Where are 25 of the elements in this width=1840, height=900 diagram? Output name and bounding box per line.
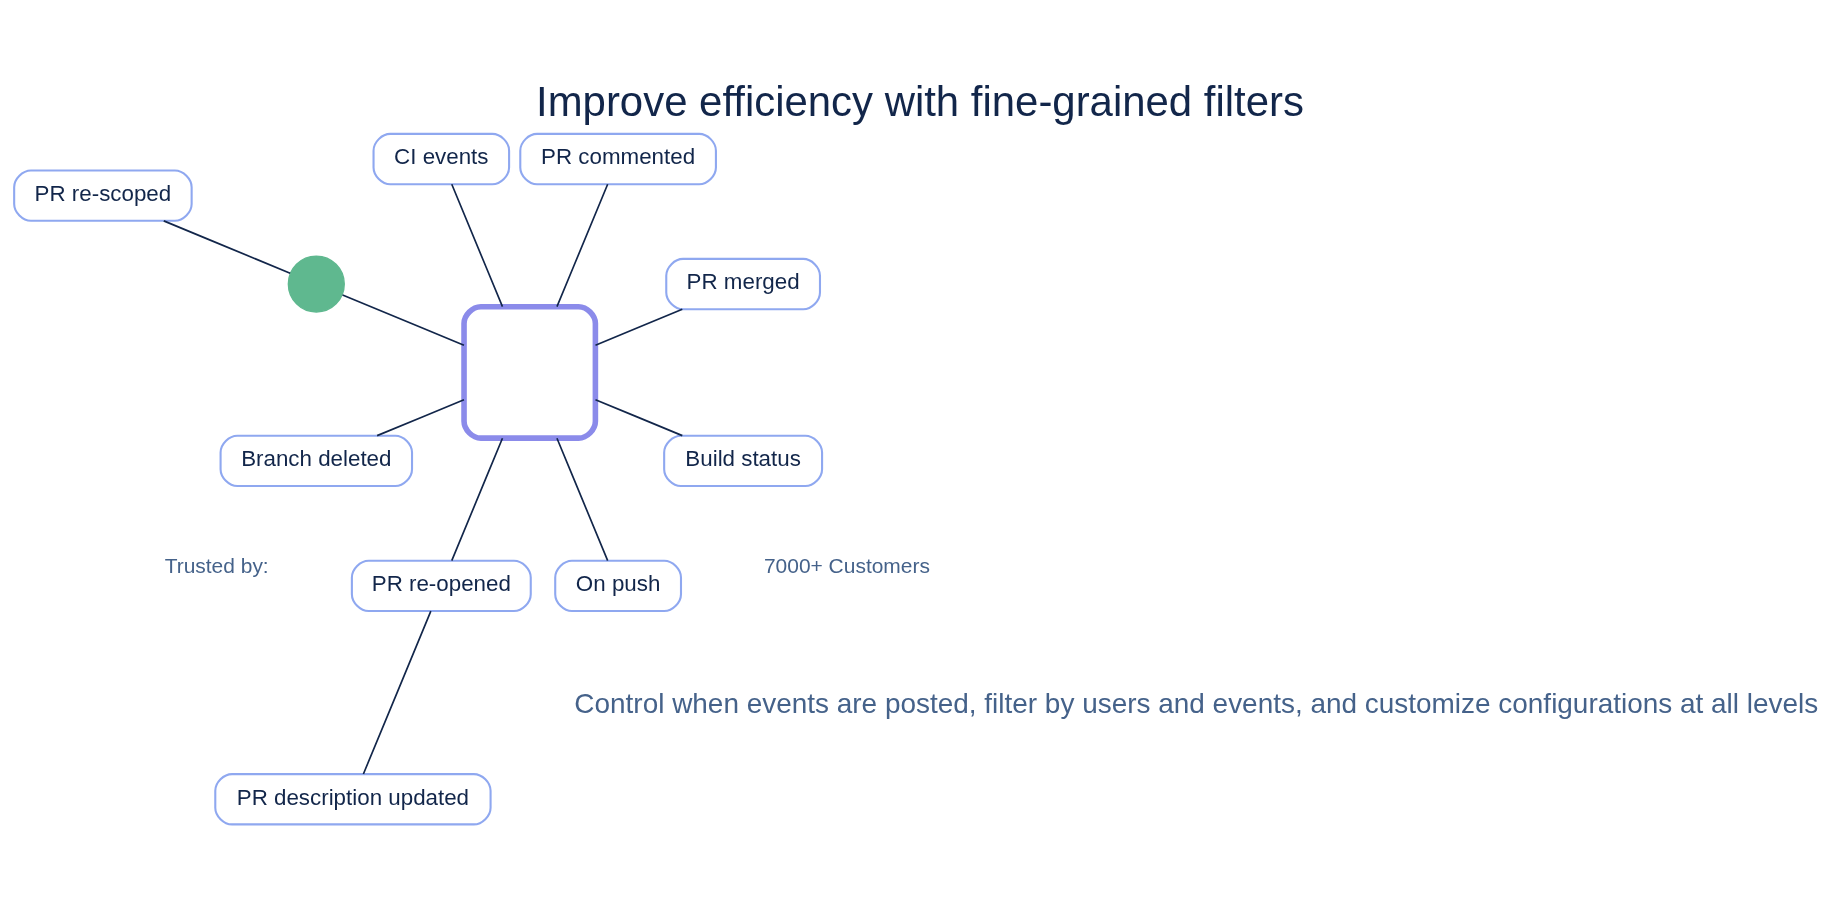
connector (556, 182, 609, 307)
connector (362, 609, 432, 775)
node-box: PR description updated (214, 772, 492, 825)
connector (341, 293, 465, 346)
node-box (461, 303, 599, 441)
label: Trusted by: (164, 553, 269, 577)
label: Control when events are posted, filter by users and events, and customize configurations at all levels (574, 687, 1819, 719)
node-box: Build status (663, 434, 824, 487)
node-box: On push (554, 559, 683, 612)
connector (450, 436, 504, 561)
node-box: PR commented (519, 132, 717, 185)
connector (556, 436, 609, 561)
node-circle (287, 254, 345, 313)
connector (594, 398, 684, 436)
node-box: CI events (372, 132, 511, 185)
node-box: Branch deleted (219, 434, 414, 487)
node-box: PR re-scoped (13, 168, 193, 222)
connector (162, 219, 291, 274)
connector (450, 182, 504, 307)
label: 7000+ Customers (763, 553, 930, 577)
node-box: PR re-opened (350, 559, 532, 612)
diagram-title: Improve efficiency with fine-grained filters (536, 77, 1304, 125)
connector (376, 398, 465, 436)
connector (594, 307, 684, 346)
node-box: PR merged (665, 257, 822, 310)
